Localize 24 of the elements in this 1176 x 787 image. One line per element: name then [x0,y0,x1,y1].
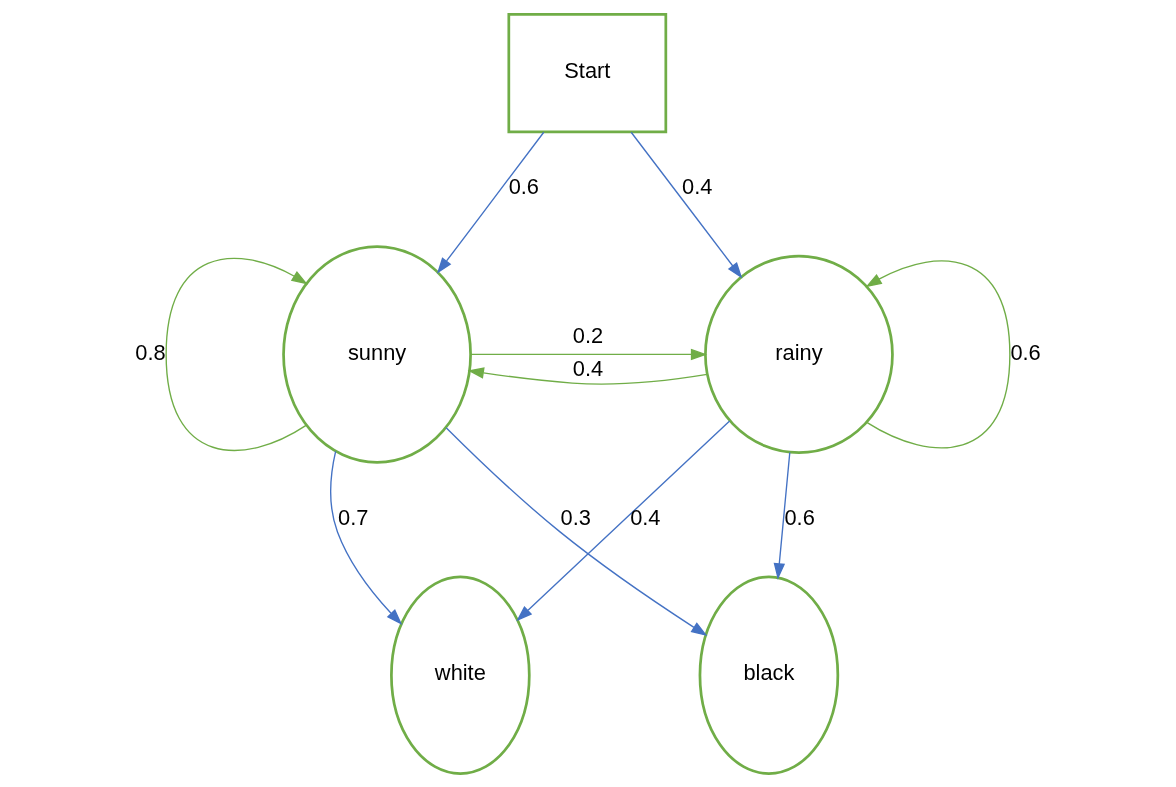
node-circle: rainy [704,254,894,454]
edge-label: 0.6 [1010,339,1041,365]
arrow [470,348,708,360]
edge-label: 0.4 [630,504,661,530]
arrow [773,451,791,580]
arrow [445,426,708,636]
arrow [436,131,545,274]
edge-label: 0.4 [572,355,604,381]
arrow [516,419,731,621]
arrow [865,259,1011,448]
edge-label: 0.6 [784,504,815,530]
node-ellipse: black [698,575,840,775]
arrow [630,131,743,279]
edge-label: 0.8 [135,339,166,365]
edge-label: 0.4 [682,173,713,199]
arrow [330,450,403,625]
edge-label: 0.6 [508,173,540,199]
node-ellipse: sunny [282,244,472,464]
arrow [165,257,308,451]
arrow [467,366,708,385]
edge-label: 0.3 [560,504,591,530]
edge-label: 0.2 [572,322,604,348]
edge-label: 0.7 [338,504,369,530]
node-box: Start [507,12,668,133]
